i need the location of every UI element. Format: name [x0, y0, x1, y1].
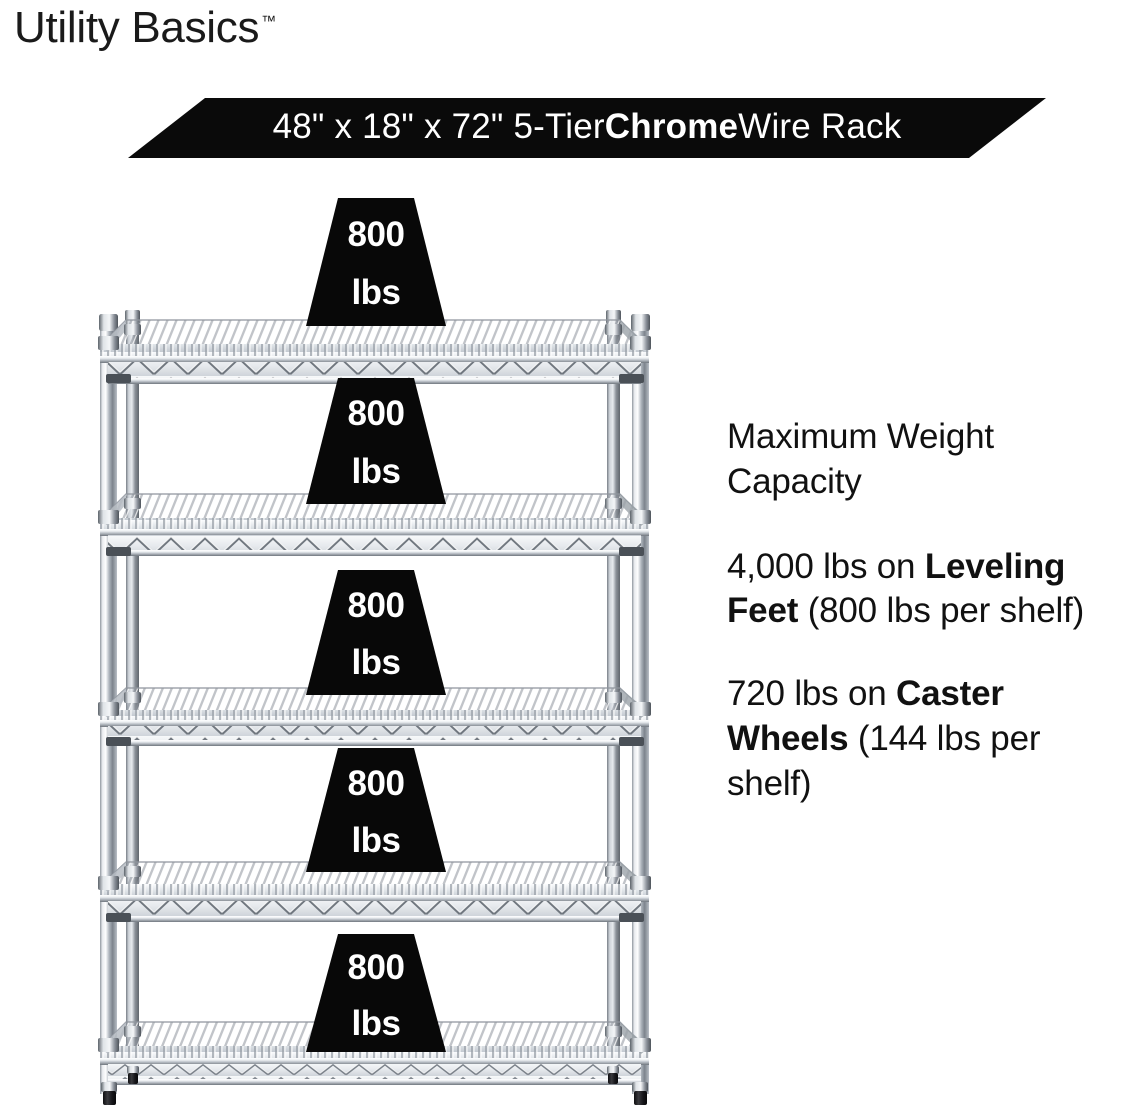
rack-shelf-1 [98, 319, 651, 384]
capacity-leveling-feet: 4,000 lbs on Leveling Feet (800 lbs per … [727, 545, 1099, 635]
casters-lead: 720 lbs on [727, 674, 897, 714]
weight-badge-1: 800 lbs [306, 198, 446, 326]
banner-shape [128, 98, 1046, 158]
badge-number: 800 [347, 764, 405, 803]
rack-shelf-4 [98, 861, 651, 922]
weight-badge-5: 800 lbs [306, 934, 446, 1052]
shelf-collar [98, 702, 119, 716]
shelf-collar [124, 498, 141, 509]
shelf-clip [619, 737, 644, 746]
badge-unit: lbs [351, 451, 401, 491]
casters-strong: Caster Wheels [727, 674, 1004, 758]
capacity-heading: Maximum Weight Capacity [727, 417, 994, 501]
shelf-collar [98, 510, 119, 524]
shelf-clip [106, 737, 131, 746]
casters-tail: (144 lbs per shelf) [727, 718, 1041, 803]
leveling-foot [103, 1091, 116, 1105]
shelf-clip [619, 547, 644, 556]
shelf-collar [630, 336, 651, 350]
shelf-clip [619, 913, 644, 922]
badge-number: 800 [347, 394, 405, 433]
shelf-collar [98, 1038, 119, 1052]
shelf-collar [98, 876, 119, 890]
shelf-collar [630, 510, 651, 524]
shelf-clip [106, 547, 131, 556]
capacity-caster-wheels: 720 lbs on Caster Wheels (144 lbs per sh… [727, 672, 1099, 806]
shelf-collar [605, 692, 622, 703]
leveling-foot [608, 1073, 618, 1084]
badge-trapezoid [306, 570, 446, 695]
badge-number: 800 [347, 948, 405, 987]
capacity-copy-block: Maximum Weight Capacity 4,000 lbs on Lev… [727, 415, 1099, 807]
wire-rack-illustration [86, 296, 666, 1106]
shelf-collar [605, 324, 622, 335]
weight-badge-2: 800 lbs [306, 378, 446, 504]
shelf-collar [124, 692, 141, 703]
badge-unit: lbs [351, 642, 401, 682]
badge-number: 800 [347, 215, 405, 254]
shelf-collar [605, 1026, 622, 1037]
shelf-clip [619, 374, 644, 383]
feet-strong: Leveling Feet [727, 546, 1066, 631]
badge-unit: lbs [351, 272, 401, 312]
badge-number: 800 [347, 586, 405, 625]
product-title-banner: 48" x 18" x 72" 5-Tier Chrome Wire Rack [128, 98, 1046, 158]
post-cap-front-right [631, 314, 650, 331]
shelf-clip [106, 913, 131, 922]
banner-prefix: 48" x 18" x 72" 5-Tier [272, 106, 605, 146]
badge-trapezoid [306, 198, 446, 326]
badge-unit: lbs [351, 1003, 401, 1043]
brand-name: Utility Basics [14, 3, 260, 52]
shelf-collar [98, 336, 119, 350]
weight-badge-4: 800 lbs [306, 748, 446, 872]
leveling-feet [101, 1066, 648, 1105]
leveling-foot [128, 1073, 138, 1084]
shelf-collar [630, 876, 651, 890]
shelf-collar [630, 1038, 651, 1052]
leveling-foot [634, 1091, 647, 1105]
shelf-collar [124, 324, 141, 335]
shelf-collar [605, 866, 622, 877]
rack-shelf-2 [98, 493, 651, 556]
shelf-collar [124, 866, 141, 877]
shelf-collar [124, 1026, 141, 1037]
trademark-symbol: ™ [261, 13, 277, 31]
shelf-clip [106, 374, 131, 383]
banner-bold-word: Chrome [604, 106, 739, 146]
feet-lead: 4,000 lbs on [727, 546, 925, 586]
badge-unit: lbs [351, 820, 401, 860]
product-title-text: 48" x 18" x 72" 5-Tier Chrome Wire Rack [128, 98, 1046, 158]
feet-tail: (800 lbs per shelf) [798, 591, 1085, 631]
shelf-collar [605, 498, 622, 509]
badge-trapezoid [306, 378, 446, 504]
wire-rack-graphic [98, 310, 651, 1105]
weight-badge-3: 800 lbs [306, 570, 446, 695]
badge-trapezoid [306, 748, 446, 872]
badge-trapezoid [306, 934, 446, 1052]
shelf-collar [630, 702, 651, 716]
banner-suffix: Wire Rack [738, 106, 902, 146]
rack-shelf-3 [98, 687, 651, 746]
post-cap-front-left [99, 314, 118, 331]
